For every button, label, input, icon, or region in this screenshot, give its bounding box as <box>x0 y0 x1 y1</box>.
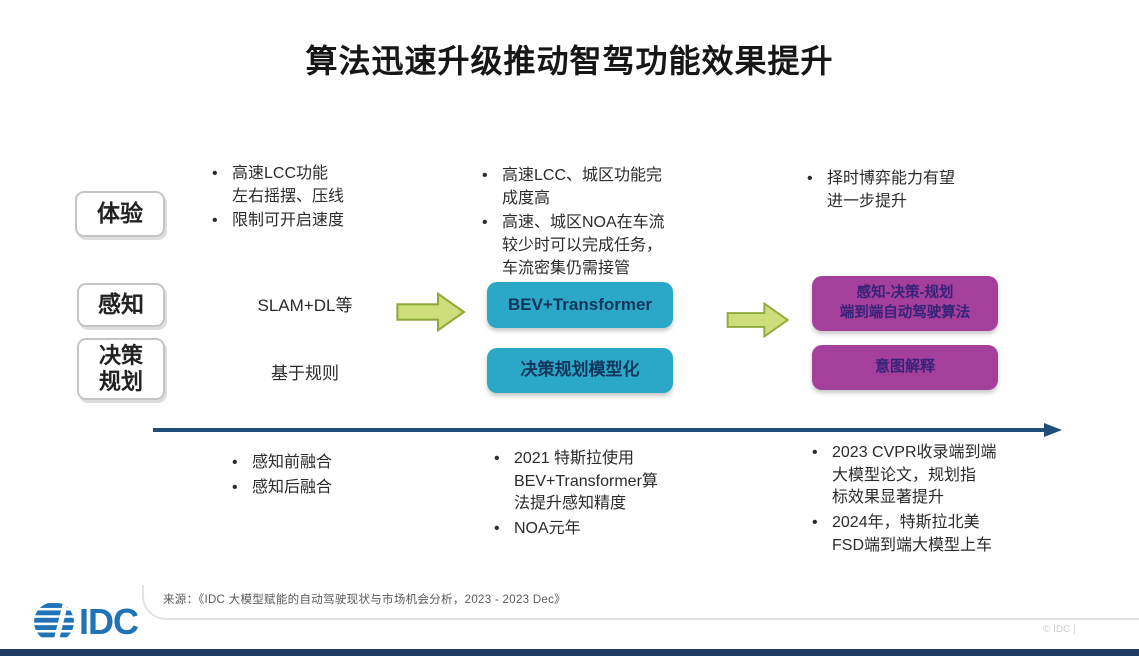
bullet-item: 2024年，特斯拉北美 FSD端到端大模型上车 <box>805 512 1055 557</box>
footer-divider-line <box>142 585 1139 620</box>
perception-stage2-box: BEV+Transformer <box>487 282 673 328</box>
copyright-text: © IDC | <box>1043 624 1076 635</box>
row-label-planning: 决策 规划 <box>77 338 165 400</box>
perception-stage1-text: SLAM+DL等 <box>257 295 353 315</box>
idc-logo: IDC <box>33 601 139 643</box>
planning-stage1-text: 基于规则 <box>271 363 339 383</box>
bullet-item: 感知后融合 <box>225 477 435 500</box>
page-title: 算法迅速升级推动智驾功能效果提升 <box>305 43 834 79</box>
right-arrow-icon <box>396 291 466 333</box>
bullet-item: 限制可开启速度 <box>205 210 415 233</box>
source-citation: 来源：《IDC 大模型赋能的自动驾驶现状与市场机会分析，2023 - 2023 … <box>163 594 566 606</box>
bullet-item: 高速、城区NOA在车流 较少时可以完成任务， 车流密集仍需接管 <box>475 212 715 280</box>
timeline-col1-bullets: 感知前融合感知后融合 <box>225 452 435 501</box>
bullet-item: 择时博弈能力有望 进一步提升 <box>800 168 1040 213</box>
row-label-perception: 感知 <box>77 283 165 327</box>
planning-stage3-box: 意图解释 <box>812 345 998 390</box>
planning-stage2-box: 决策规划模型化 <box>487 348 673 393</box>
perception-stage3-box: 感知-决策-规划 端到端自动驾驶算法 <box>812 276 998 331</box>
bullet-item: 高速LCC功能 左右摇摆、压线 <box>205 163 415 208</box>
bullet-item: 2023 CVPR收录端到端 大模型论文，规划指 标效果显著提升 <box>805 442 1055 510</box>
timeline-col2-bullets: 2021 特斯拉使用 BEV+Transformer算 法提升感知精度NOA元年 <box>487 448 722 543</box>
bullet-item: 2021 特斯拉使用 BEV+Transformer算 法提升感知精度 <box>487 448 722 516</box>
idc-globe-icon <box>34 602 74 642</box>
right-arrow-icon <box>726 301 790 339</box>
timeline-arrow-icon <box>153 423 1062 437</box>
experience-col3-bullets: 择时博弈能力有望 进一步提升 <box>800 168 1040 215</box>
bullet-item: 高速LCC、城区功能完 成度高 <box>475 165 715 210</box>
experience-col1-bullets: 高速LCC功能 左右摇摆、压线限制可开启速度 <box>205 163 415 235</box>
timeline-col3-bullets: 2023 CVPR收录端到端 大模型论文，规划指 标效果显著提升2024年，特斯… <box>805 442 1055 560</box>
row-label-experience: 体验 <box>75 191 165 237</box>
bullet-item: 感知前融合 <box>225 452 435 475</box>
bottom-accent-bar <box>0 649 1139 656</box>
idc-logo-text: IDC <box>79 601 139 642</box>
bullet-item: NOA元年 <box>487 518 722 541</box>
experience-col2-bullets: 高速LCC、城区功能完 成度高高速、城区NOA在车流 较少时可以完成任务， 车流… <box>475 165 715 283</box>
